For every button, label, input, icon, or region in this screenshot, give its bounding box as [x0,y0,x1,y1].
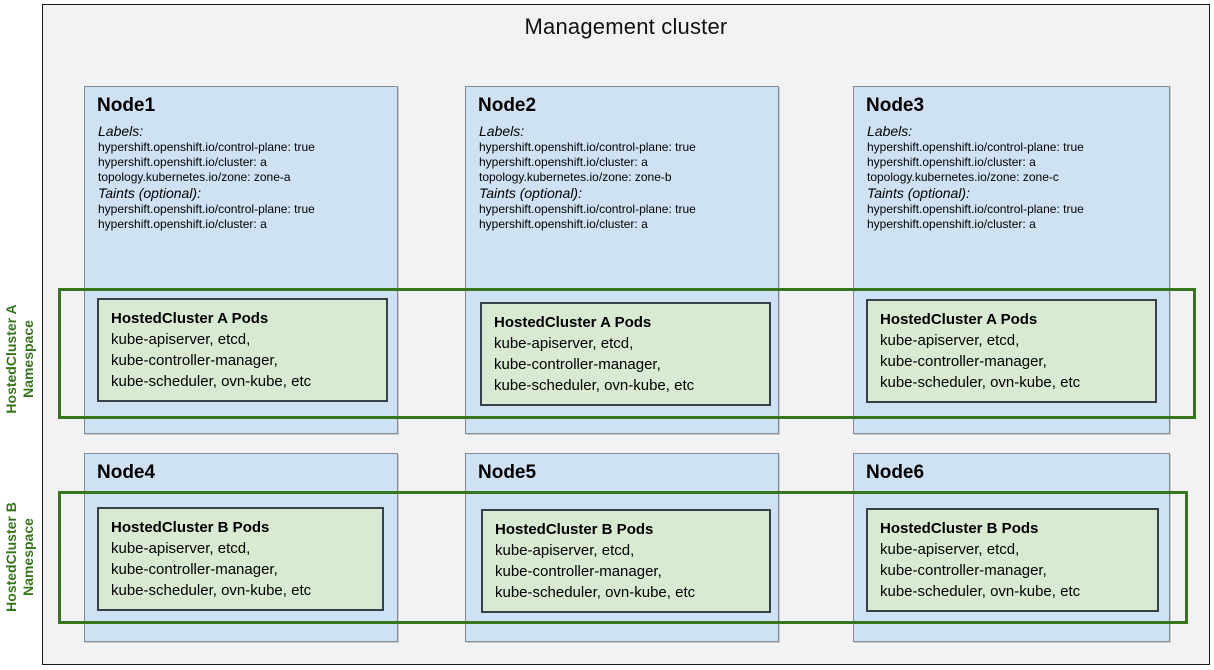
pods-line: kube-controller-manager, [111,352,278,369]
taint-line: hypershift.openshift.io/cluster: a [479,217,648,231]
node-title: Node2 [478,95,537,116]
labels-heading: Labels: [98,123,144,139]
pods-line: kube-apiserver, etcd, [880,541,1020,558]
pods-line: kube-controller-manager, [880,562,1047,579]
pods-title: HostedCluster A Pods [494,314,652,331]
pods-line: kube-scheduler, ovn-kube, etc [111,582,312,599]
taint-line: hypershift.openshift.io/cluster: a [98,217,267,231]
page-title: Management cluster [524,14,728,39]
pods-box-4[interactable]: HostedCluster B Pods kube-apiserver, etc… [97,507,384,611]
pods-line: kube-scheduler, ovn-kube, etc [880,583,1081,600]
pods-line: kube-apiserver, etcd, [111,540,251,557]
taints-heading: Taints (optional): [479,185,582,201]
pods-line: kube-apiserver, etcd, [495,542,635,559]
label-line: hypershift.openshift.io/cluster: a [98,155,267,169]
pods-line: kube-scheduler, ovn-kube, etc [495,584,696,601]
label-line: hypershift.openshift.io/control-plane: t… [98,140,315,154]
taints-heading: Taints (optional): [867,185,970,201]
pods-title: HostedCluster B Pods [495,521,654,538]
taint-line: hypershift.openshift.io/control-plane: t… [98,202,315,216]
pods-line: kube-controller-manager, [494,356,661,373]
node-title: Node3 [866,95,925,116]
label-line: topology.kubernetes.io/zone: zone-b [479,170,672,184]
node-metadata: Labels: hypershift.openshift.io/control-… [98,123,391,232]
pods-line: kube-apiserver, etcd, [880,332,1020,349]
label-line: hypershift.openshift.io/cluster: a [479,155,648,169]
pods-title: HostedCluster A Pods [880,311,1038,328]
labels-heading: Labels: [867,123,913,139]
pods-line: kube-controller-manager, [495,563,662,580]
node-metadata: Labels: hypershift.openshift.io/control-… [479,123,772,232]
pods-line: kube-scheduler, ovn-kube, etc [494,377,695,394]
pods-line: kube-controller-manager, [880,353,1047,370]
taint-line: hypershift.openshift.io/control-plane: t… [867,202,1084,216]
label-line: hypershift.openshift.io/cluster: a [867,155,1036,169]
pods-title: HostedCluster B Pods [111,519,270,536]
label-line: topology.kubernetes.io/zone: zone-a [98,170,291,184]
pods-line: kube-apiserver, etcd, [494,335,634,352]
label-line: hypershift.openshift.io/control-plane: t… [479,140,696,154]
label-line: topology.kubernetes.io/zone: zone-c [867,170,1059,184]
pods-title: HostedCluster B Pods [880,520,1039,537]
label-line: hypershift.openshift.io/control-plane: t… [867,140,1084,154]
namespace-label-a: HostedCluster A Namespace [3,304,36,414]
pods-line: kube-scheduler, ovn-kube, etc [111,373,312,390]
taint-line: hypershift.openshift.io/cluster: a [867,217,1036,231]
pods-box-6[interactable]: HostedCluster B Pods kube-apiserver, etc… [866,508,1159,612]
namespace-label-b: HostedCluster B Namespace [3,502,36,612]
node-title: Node6 [866,462,925,483]
pods-line: kube-controller-manager, [111,561,278,578]
pods-title: HostedCluster A Pods [111,310,269,327]
pods-box-3[interactable]: HostedCluster A Pods kube-apiserver, etc… [866,299,1157,403]
pods-box-2[interactable]: HostedCluster A Pods kube-apiserver, etc… [480,302,771,406]
taint-line: hypershift.openshift.io/control-plane: t… [479,202,696,216]
node-title: Node4 [97,462,156,483]
node-metadata: Labels: hypershift.openshift.io/control-… [867,123,1163,232]
taints-heading: Taints (optional): [98,185,201,201]
node-title: Node5 [478,462,537,483]
node-title: Node1 [97,95,156,116]
pods-line: kube-scheduler, ovn-kube, etc [880,374,1081,391]
labels-heading: Labels: [479,123,525,139]
pods-line: kube-apiserver, etcd, [111,331,251,348]
pods-box-5[interactable]: HostedCluster B Pods kube-apiserver, etc… [481,509,771,613]
pods-box-1[interactable]: HostedCluster A Pods kube-apiserver, etc… [97,298,388,402]
